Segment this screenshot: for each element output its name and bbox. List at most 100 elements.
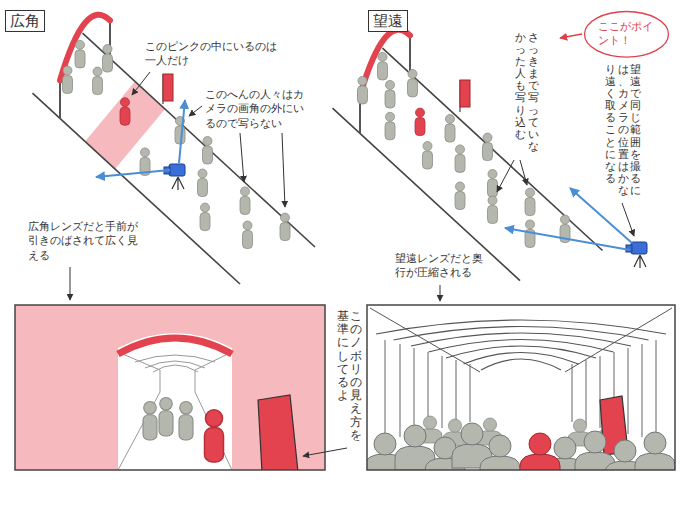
person-body xyxy=(408,79,418,97)
perspective-line xyxy=(370,308,480,372)
person-body xyxy=(203,146,213,164)
person-head xyxy=(386,112,395,121)
person-bust xyxy=(480,435,520,470)
person-head xyxy=(201,203,210,212)
glyph: は xyxy=(618,161,629,173)
person-body xyxy=(488,179,498,197)
leader-arrow xyxy=(70,267,71,300)
glyph: ノ xyxy=(350,336,362,349)
glyph: 囲 xyxy=(630,137,641,149)
person-head xyxy=(180,402,193,415)
street-edge xyxy=(83,33,316,247)
person-figure xyxy=(240,187,250,215)
glyph: じ xyxy=(630,112,641,124)
person-figure xyxy=(198,169,208,197)
wall-line xyxy=(442,356,443,428)
person-body xyxy=(455,192,465,210)
person-body xyxy=(103,54,113,72)
glyph: 遠 xyxy=(605,76,616,88)
glyph: 写 xyxy=(515,92,526,104)
leader-arrow xyxy=(189,106,202,116)
person-body xyxy=(143,415,157,440)
nobori-flag xyxy=(163,74,173,101)
leader-arrow xyxy=(240,133,244,182)
person-figure xyxy=(415,108,425,136)
person-body xyxy=(483,143,493,161)
bust-head xyxy=(423,416,436,429)
glyph: き xyxy=(528,56,539,68)
person-body xyxy=(120,107,130,125)
person-head xyxy=(446,115,455,124)
glyph: か xyxy=(618,173,629,185)
person-head xyxy=(205,410,222,427)
glyph: 撮 xyxy=(630,161,641,173)
glyph: な xyxy=(618,185,629,197)
person-body xyxy=(179,415,193,440)
person-figure xyxy=(205,410,224,462)
bust-head xyxy=(461,423,483,445)
person-body xyxy=(385,90,395,108)
ceiling-arch xyxy=(153,365,198,372)
bust-head xyxy=(584,431,606,453)
wall-line xyxy=(600,356,601,428)
person-head xyxy=(488,170,497,179)
person-head xyxy=(488,196,497,205)
point-note: ここがポイント！ xyxy=(583,10,670,59)
person-head xyxy=(526,220,535,229)
person-figure xyxy=(243,221,253,249)
wall-line xyxy=(642,344,643,437)
camera-body xyxy=(169,164,185,176)
glyph: む xyxy=(515,129,526,141)
corridor-opening xyxy=(118,333,232,470)
street-scene xyxy=(333,30,648,281)
wall-line xyxy=(628,348,629,434)
person-head xyxy=(358,76,367,85)
bust-shoulders xyxy=(480,456,520,470)
wall-line xyxy=(572,364,573,422)
person-figure xyxy=(200,203,210,231)
frame-ground xyxy=(367,305,675,470)
perspective-line xyxy=(195,392,232,470)
leader-arrow xyxy=(303,448,347,456)
person-figure xyxy=(455,182,465,210)
panel-title-box: 広角 xyxy=(5,10,45,32)
person-head xyxy=(378,52,387,61)
person-head xyxy=(526,188,535,197)
person-figure xyxy=(179,402,193,441)
bust-head xyxy=(554,437,576,459)
glyph: く xyxy=(605,88,616,100)
bust-head xyxy=(404,425,426,447)
glyph: よ xyxy=(337,389,349,402)
perspective-line xyxy=(118,392,160,470)
frame-content xyxy=(118,333,298,470)
glyph: り xyxy=(605,64,616,76)
note-ellipse xyxy=(585,12,669,58)
tripod xyxy=(172,177,184,190)
glyph: る xyxy=(337,376,349,389)
person-head xyxy=(76,40,85,49)
person-bust xyxy=(635,432,675,470)
leader-arrow xyxy=(622,203,634,236)
glyph: の xyxy=(618,124,629,136)
wall-line xyxy=(385,340,386,440)
person-head xyxy=(141,148,150,157)
person-head xyxy=(198,169,207,178)
bust-head xyxy=(644,432,666,454)
annotation: 望遠レンズだと奥行が圧縮される xyxy=(395,252,486,281)
bust-head xyxy=(448,419,461,432)
perspective-line xyxy=(160,370,161,392)
glyph: に xyxy=(605,149,616,161)
person-head xyxy=(121,98,130,107)
wall-line xyxy=(456,360,457,425)
bust-head xyxy=(374,433,396,455)
bust-shoulders xyxy=(520,454,560,470)
glyph: 位 xyxy=(618,137,629,149)
glyph: 写 xyxy=(528,92,539,104)
camera-icon xyxy=(164,164,185,190)
vertical-annotation: このノボリの見え方を基準にしてるよ xyxy=(333,310,362,444)
bust-shoulders xyxy=(635,453,675,470)
street-edge xyxy=(333,108,521,281)
glyph: に xyxy=(337,336,349,349)
glyph: は xyxy=(618,64,629,76)
person-body xyxy=(243,231,253,249)
